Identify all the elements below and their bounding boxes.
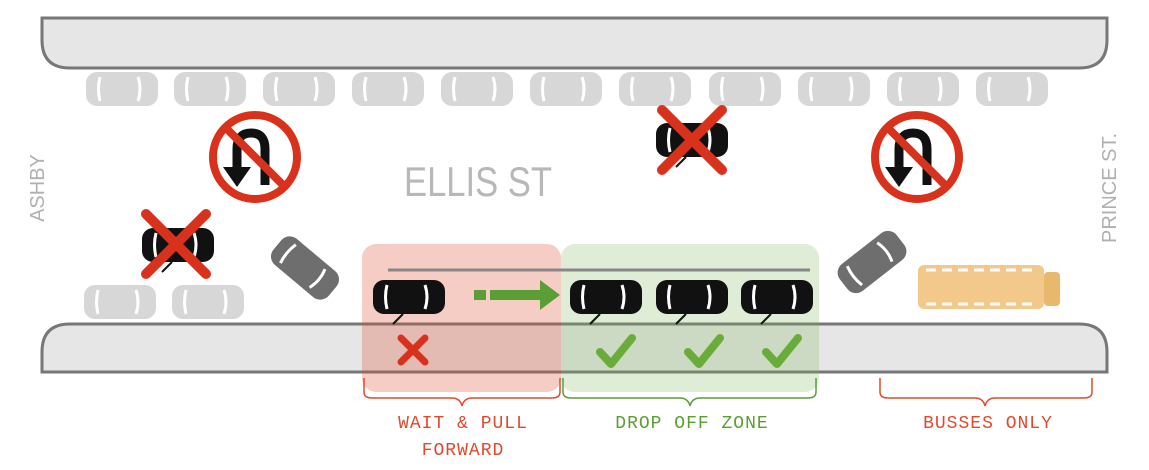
parked-cars-bottom <box>82 283 246 321</box>
street-name-left: ASHBY <box>27 154 49 222</box>
wait-zone-label-line2: FORWARD <box>422 441 505 461</box>
wait-zone-label-line1: WAIT & PULL <box>398 414 528 434</box>
busses-zone-label: BUSSES ONLY <box>923 414 1053 434</box>
prohibited-car-center-icon <box>654 110 730 170</box>
dropoff-zone-area <box>561 244 819 392</box>
top-curb <box>40 16 1109 70</box>
bus-icon <box>918 265 1060 309</box>
turning-car-right-icon <box>831 224 913 300</box>
wait-zone-bracket <box>363 378 561 407</box>
busses-zone-bracket <box>879 378 1093 407</box>
x-mark-icon <box>397 334 429 366</box>
no-u-turn-icon <box>213 115 297 199</box>
bottom-curb <box>40 322 1109 374</box>
wait-zone-area <box>362 244 561 392</box>
arrow-right-icon <box>474 280 560 310</box>
dropoff-zone-label: DROP OFF ZONE <box>615 414 768 434</box>
no-u-turn-icon <box>875 115 959 199</box>
prohibited-car-left-icon <box>140 214 216 274</box>
parked-cars-top <box>84 70 1050 108</box>
turning-car-left-icon <box>264 230 346 306</box>
street-name-right: PRINCE ST. <box>1099 133 1121 243</box>
street-name-main: ELLIS ST <box>404 158 552 205</box>
dropoff-zone-bracket <box>562 378 817 407</box>
